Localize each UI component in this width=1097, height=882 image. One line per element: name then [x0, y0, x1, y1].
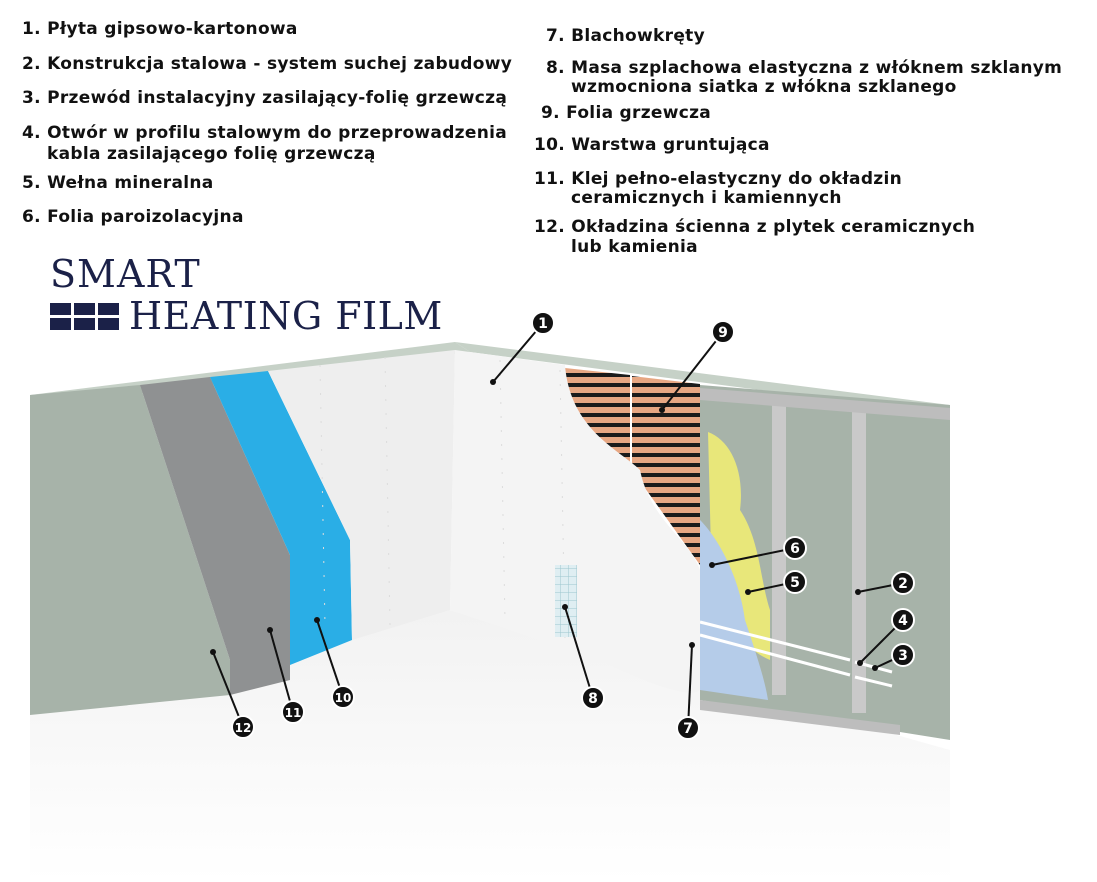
legend-item-5: 5. Wełna mineralna — [22, 173, 214, 193]
marker-4: 4 — [891, 608, 915, 632]
fibreglass-mesh-patch — [555, 565, 577, 637]
marker-11: 11 — [281, 700, 305, 724]
legend-item-8: 8. Masa szplachowa elastyczna z włóknem … — [546, 58, 1063, 97]
marker-8: 8 — [581, 686, 605, 710]
concrete-wall-end — [30, 385, 230, 715]
brand-name-line2-row: HEATING FILM — [50, 295, 443, 337]
marker-3: 3 — [891, 643, 915, 667]
brand-name-line2: HEATING FILM — [129, 294, 443, 338]
legend-item-3: 3. Przewód instalacyjny zasilający-folię… — [22, 88, 508, 108]
marker-7: 7 — [676, 716, 700, 740]
steel-track-bottom — [700, 700, 900, 735]
marker-2: 2 — [891, 571, 915, 595]
svg-text:2: 2 — [898, 576, 908, 592]
legend-item-6: 6. Folia paroizolacyjna — [22, 207, 244, 227]
legend-item-7: 7. Blachowkręty — [546, 26, 705, 46]
svg-text:7: 7 — [683, 721, 693, 737]
svg-text:12: 12 — [235, 721, 252, 735]
svg-text:6: 6 — [790, 541, 800, 557]
marker-5: 5 — [783, 570, 807, 594]
svg-text:11: 11 — [285, 706, 302, 720]
svg-text:3: 3 — [898, 648, 908, 664]
brand-name-line1: SMART — [50, 252, 201, 296]
marker-9: 9 — [711, 320, 735, 344]
legend-item-9: 9. Folia grzewcza — [541, 103, 712, 123]
marker-6: 6 — [783, 536, 807, 560]
brand-logo: SMART HEATING FILM — [50, 253, 443, 337]
steel-profile-2 — [852, 408, 866, 713]
primer-layer — [210, 371, 352, 665]
legend-item-11: 11. Klej pełno-elastyczny do okładzin ce… — [534, 169, 903, 208]
legend-item-4: 4. Otwór w profilu stalowym do przeprowa… — [22, 123, 507, 164]
steel-track-top — [700, 388, 950, 420]
svg-text:9: 9 — [718, 325, 728, 341]
svg-text:4: 4 — [898, 613, 908, 629]
legend-item-1: 1. Płyta gipsowo-kartonowa — [22, 19, 298, 39]
power-cable-1 — [699, 620, 851, 662]
steel-profile-1 — [772, 398, 786, 695]
vapour-foil — [700, 520, 768, 700]
svg-text:10: 10 — [335, 691, 352, 705]
svg-text:5: 5 — [790, 575, 800, 591]
power-cable-2 — [699, 633, 851, 677]
left-plasterboard — [268, 350, 455, 640]
marker-12: 12 — [231, 715, 255, 739]
legend-item-10: 10. Warstwa gruntująca — [534, 135, 770, 155]
marker-10: 10 — [331, 685, 355, 709]
legend-item-2: 2. Konstrukcja stalowa - system suchej z… — [22, 54, 513, 74]
marker-1: 1 — [531, 311, 555, 335]
adhesive-layer — [140, 377, 290, 695]
svg-text:8: 8 — [588, 691, 598, 707]
brand-grid-icon — [50, 302, 119, 330]
legend-item-12: 12. Okładzina ścienna z plytek ceramiczn… — [534, 217, 976, 257]
right-plasterboard — [450, 350, 700, 693]
svg-text:1: 1 — [538, 316, 548, 332]
heating-film-panel-2 — [632, 376, 700, 565]
